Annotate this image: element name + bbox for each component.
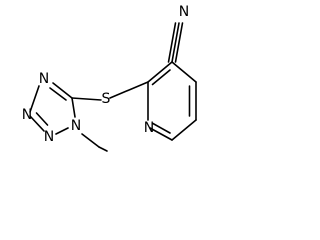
pyridine-nitrogen-label: N [144,120,154,136]
structure-canvas: N S N N N N N [22,4,197,152]
tetrazole-bond-n1-c5 [71,97,76,118]
nitrile-triple-bond-a [167,22,177,63]
tetrazole-nitrogen-left-label: N [22,107,32,123]
bond-n1-methyl [81,133,100,148]
tetrazole-nitrogen-methyl-label: N [71,118,81,134]
sulfur-label: S [102,91,111,107]
bond-sulfur-tetrazole [71,97,102,101]
atom-labels: N S N N N N N [22,4,189,145]
tetrazole-double-bond-c5-n4-inner [49,87,67,101]
pyridine-bond-c3-c2 [147,61,173,83]
pyridine-double-bond-c3-c2-inner [151,69,171,86]
tetrazole-bond-n3-n2 [29,115,45,132]
tetrazole-bond-c5-n4 [52,82,73,99]
pyridine-bond-c3-c4 [171,61,197,83]
tetrazole-double-bond-n3-n2-inner [35,112,49,126]
nitrile-triple-bond-b [171,22,180,63]
nitrile-triple-bond-c [174,22,184,63]
nitrile-nitrogen-label: N [179,4,189,20]
pyridine-bond-c5-c6 [171,119,197,141]
tetrazole-nitrogen-top-label: N [39,71,49,87]
tetrazole-nitrogen-bottom-label: N [44,129,54,145]
methyl-stub [98,146,108,152]
bond-c2-sulfur [109,81,149,99]
tetrazole-bond-n2-n1 [55,127,69,135]
bonds [29,22,197,152]
molecule-structure: N S N N N N N [0,0,213,178]
tetrazole-bond-n4-n3 [29,85,40,113]
pyridine-bond-c6-n [149,127,173,141]
pyridine-double-bond-c6-n-inner [152,122,171,134]
